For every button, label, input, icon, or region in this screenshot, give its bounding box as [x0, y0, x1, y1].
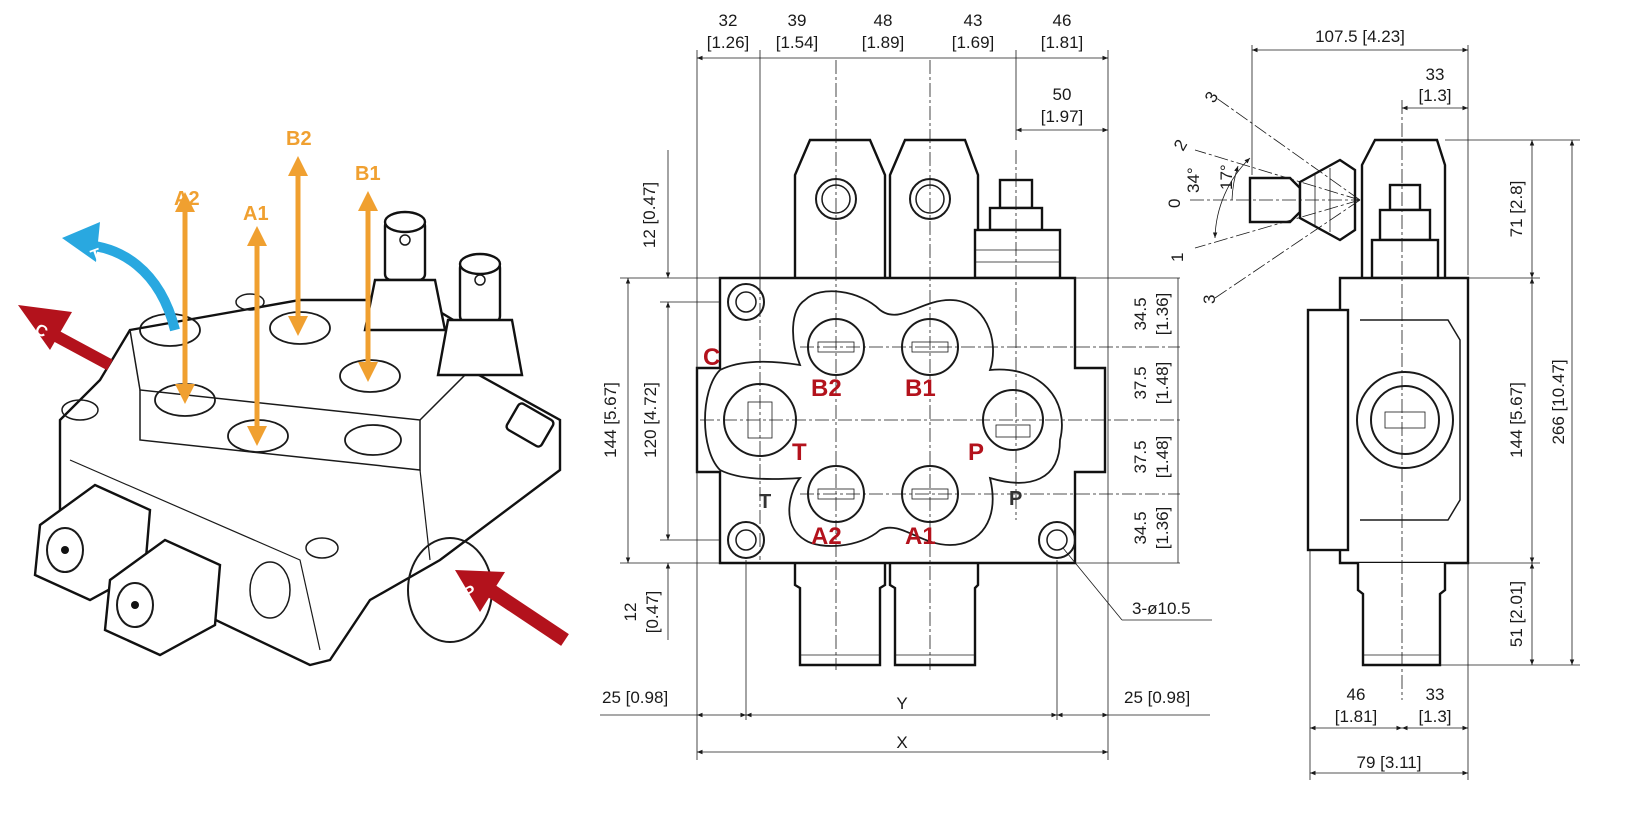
dim-left-12-top: 12 [0.47]	[640, 182, 659, 248]
side-dim-46-in: [1.81]	[1335, 707, 1378, 726]
dim-32-mm: 32	[719, 11, 738, 30]
dim-48-in: [1.89]	[862, 33, 905, 52]
lever-pos-3-bot: 3	[1200, 295, 1219, 304]
dim-43-in: [1.69]	[952, 33, 995, 52]
mounting-holes	[727, 283, 1076, 559]
dim-50-in: [1.97]	[1041, 107, 1084, 126]
dim-right-34.5-top-mm: 34.5	[1131, 297, 1150, 330]
side-dim-71: 71 [2.8]	[1507, 181, 1526, 238]
iso-spool-caps	[33, 483, 222, 657]
side-dim-266: 266 [10.47]	[1549, 359, 1568, 444]
iso-spool-handles	[363, 210, 555, 448]
dim-right-37.5-b-mm: 37.5	[1131, 440, 1150, 473]
front-port-label-t: T	[792, 439, 807, 466]
angle-34: 34°	[1184, 167, 1203, 193]
front-view: 32 [1.26] 39 [1.54] 48 [1.89] 43 [1.69] …	[600, 11, 1212, 760]
side-view: 3 2 0 1 3 34° 17° 107.5 [4.23] 33 [1.3] …	[1165, 27, 1580, 780]
dim-bottom-25-right: 25 [0.98]	[1124, 688, 1190, 707]
dim-39-mm: 39	[788, 11, 807, 30]
top-spool-housing-left	[793, 138, 887, 278]
iso-flow-arrows	[18, 156, 569, 646]
dim-bottom-y: Y	[896, 694, 907, 713]
dim-bottom-25-left: 25 [0.98]	[602, 688, 668, 707]
side-dim-33-top-in: [1.3]	[1418, 86, 1451, 105]
side-bottom-cap	[1356, 563, 1447, 667]
front-port-label-p: P	[968, 439, 984, 466]
relief-valve	[973, 178, 1062, 280]
dim-46-in: [1.81]	[1041, 33, 1084, 52]
side-dim-79: 79 [3.11]	[1357, 753, 1422, 772]
hole-callout: 3-ø10.5	[1132, 599, 1191, 618]
iso-label-b2: B2	[286, 128, 312, 150]
side-dim-144: 144 [5.67]	[1507, 382, 1526, 458]
dim-46-mm: 46	[1053, 11, 1072, 30]
dim-right-34.5-top-in: [1.36]	[1153, 293, 1172, 336]
cast-mark-t: T	[759, 491, 771, 513]
lever-pos-3-top: 3	[1201, 88, 1222, 106]
dim-50-mm: 50	[1053, 85, 1072, 104]
front-port-label-b2: B2	[811, 375, 842, 402]
side-lever	[1248, 158, 1357, 242]
bottom-spool-cap-right	[888, 563, 980, 667]
top-spool-housing-right	[888, 138, 980, 278]
lever-pos-1: 1	[1168, 253, 1187, 262]
iso-label-b1: B1	[355, 163, 381, 185]
side-dim-33-bot-in: [1.3]	[1418, 707, 1451, 726]
lever-pos-2: 2	[1170, 136, 1191, 154]
dim-right-34.5-bot-in: [1.36]	[1153, 507, 1172, 550]
angle-17: 17°	[1217, 164, 1236, 190]
dim-39-in: [1.54]	[776, 33, 819, 52]
front-port-label-b1: B1	[905, 375, 936, 402]
isometric-view: A2 A1 B2 B1 T C P	[18, 128, 569, 667]
dim-right-37.5-a-mm: 37.5	[1131, 366, 1150, 399]
lever-pos-0: 0	[1165, 199, 1184, 208]
side-dim-33-bot-mm: 33	[1426, 685, 1445, 704]
dim-bottom-x: X	[896, 733, 907, 752]
dim-43-mm: 43	[964, 11, 983, 30]
front-port-label-c: C	[703, 344, 720, 371]
dim-48-mm: 48	[874, 11, 893, 30]
dim-32-in: [1.26]	[707, 33, 750, 52]
front-port-label-a1: A1	[905, 523, 936, 550]
side-dim-33-top-mm: 33	[1426, 65, 1445, 84]
dim-left-120: 120 [4.72]	[641, 382, 660, 458]
iso-label-a2: A2	[174, 188, 200, 210]
dim-right-34.5-bot-mm: 34.5	[1131, 511, 1150, 544]
side-dim-51: 51 [2.01]	[1507, 581, 1526, 647]
dim-left-12-bot-in: [0.47]	[643, 591, 662, 634]
iso-label-a1: A1	[243, 203, 269, 225]
dim-right-37.5-a-in: [1.48]	[1153, 362, 1172, 405]
side-dim-107.5: 107.5 [4.23]	[1315, 27, 1405, 46]
dim-left-144: 144 [5.67]	[601, 382, 620, 458]
side-dim-46-mm: 46	[1347, 685, 1366, 704]
cast-mark-p: P	[1009, 488, 1022, 510]
front-port-label-a2: A2	[811, 523, 842, 550]
bottom-spool-cap-left	[793, 563, 887, 667]
dim-right-37.5-b-in: [1.48]	[1153, 436, 1172, 479]
dim-left-12-bot-mm: 12	[621, 603, 640, 622]
